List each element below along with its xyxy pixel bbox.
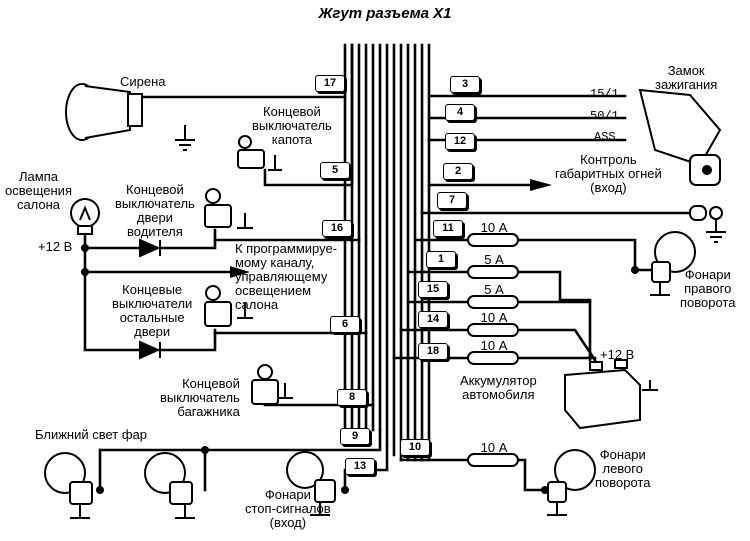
ignition-position: 50/1 xyxy=(590,109,619,123)
wire-badge: 12 xyxy=(445,133,475,150)
wire-badge: 8 xyxy=(337,389,367,406)
diode-symbols xyxy=(139,238,161,360)
right-turn-lamp-symbol xyxy=(650,231,696,296)
wire-5 xyxy=(263,43,354,187)
wire-badge: 6 xyxy=(330,316,360,333)
wire-9 xyxy=(98,428,382,452)
wire-11 xyxy=(413,238,657,272)
fuse-symbols xyxy=(467,233,519,467)
wire-badge: 13 xyxy=(345,458,375,475)
junction-dots xyxy=(81,244,639,494)
trunk-switch-label: Концевой выключатель багажника xyxy=(160,376,240,419)
trunk-switch-symbol xyxy=(251,364,293,405)
wire-badge: 18 xyxy=(418,343,448,360)
wire-badge: 7 xyxy=(437,192,467,209)
low-beam-label: Ближний свет фар xyxy=(35,427,148,442)
fuse-label: 10 А xyxy=(480,338,508,353)
wire-badge: 4 xyxy=(445,104,475,121)
cabin-lamp-symbol xyxy=(70,198,100,235)
right-turn-lamps-label: Фонари правого поворота xyxy=(680,267,736,310)
ignition-lock-label: Замок зажигания xyxy=(655,63,718,92)
wire-1 xyxy=(406,270,592,362)
siren-label: Сирена xyxy=(120,74,166,89)
wire-badge: 15 xyxy=(418,281,448,298)
diagram-title: Жгут разъема X1 xyxy=(318,5,452,22)
battery-symbol xyxy=(564,359,658,430)
headlamp-symbols xyxy=(44,452,195,519)
left-turn-lamp-symbol xyxy=(547,449,596,516)
hood-switch-label: Концевой выключатель капота xyxy=(252,104,332,147)
wire-14 xyxy=(399,328,597,362)
wire-badge: 9 xyxy=(340,428,370,445)
fuse-label: 10 А xyxy=(480,310,508,325)
fuse-label: 5 А xyxy=(484,282,504,297)
wire-badge: 17 xyxy=(315,75,345,92)
wire-badge: 3 xyxy=(450,76,480,93)
ignition-lock-symbol xyxy=(638,88,722,186)
ignition-position: 15/1 xyxy=(590,87,619,101)
driver-door-switch-symbol xyxy=(204,188,253,229)
wire-badge: 11 xyxy=(433,220,463,237)
wire-badge: 10 xyxy=(400,439,430,456)
battery-label: Аккумулятор автомобиля xyxy=(460,373,537,402)
stop-lamps-label: Фонари стоп-сигналов (вход) xyxy=(245,487,331,530)
left-turn-lamps-label: Фонари левого поворота xyxy=(595,447,651,490)
program-channel-label: К программируе- мому каналу, управляющем… xyxy=(235,241,338,312)
harness-bundle xyxy=(343,43,431,462)
fuse-label: 10 А xyxy=(480,220,508,235)
driver-door-switch-label: Концевой выключатель двери водителя xyxy=(115,182,195,239)
beam-branch xyxy=(98,448,207,492)
fuse-label: 10 А xyxy=(480,440,508,455)
lamp-circuit xyxy=(83,228,232,352)
other-doors-switch-label: Концевые выключатели остальные двери xyxy=(112,282,193,339)
other-doors-switch-symbol xyxy=(204,285,253,327)
wire-badge: 2 xyxy=(443,163,473,180)
ground-terminal-symbol xyxy=(689,205,726,243)
battery-plus-label: +12 В xyxy=(600,347,635,362)
wire-badge: 14 xyxy=(418,311,448,328)
fuse-label: 5 А xyxy=(484,252,504,267)
parking-lights-label: Контроль габаритных огней (вход) xyxy=(555,152,662,195)
wire-10 xyxy=(399,458,547,492)
hood-switch-symbol xyxy=(237,135,282,171)
wire-badge: 16 xyxy=(322,220,352,237)
siren-symbol xyxy=(65,83,195,151)
cabin-lamp-label: Лампа освещения салона xyxy=(5,169,72,212)
wire-badge: 1 xyxy=(426,251,456,268)
arrows xyxy=(230,179,552,278)
ignition-position: ASS xyxy=(594,130,616,144)
wire-badge: 5 xyxy=(320,162,350,179)
plus-12v-label: +12 В xyxy=(38,239,73,254)
stop-lamp-symbol xyxy=(286,451,336,516)
